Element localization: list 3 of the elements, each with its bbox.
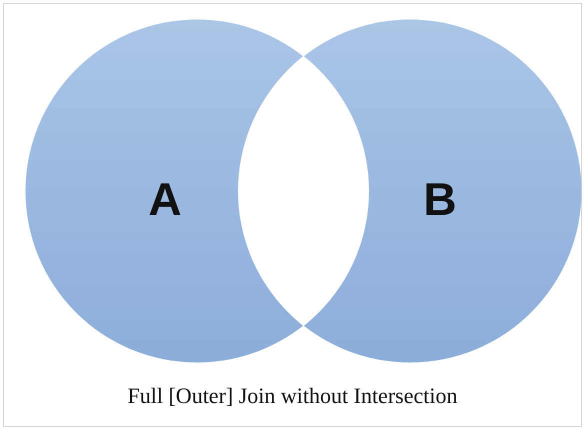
set-label: A <box>148 176 182 222</box>
set-label: B <box>423 176 457 222</box>
caption: Full [Outer] Join without Intersection <box>126 382 458 410</box>
